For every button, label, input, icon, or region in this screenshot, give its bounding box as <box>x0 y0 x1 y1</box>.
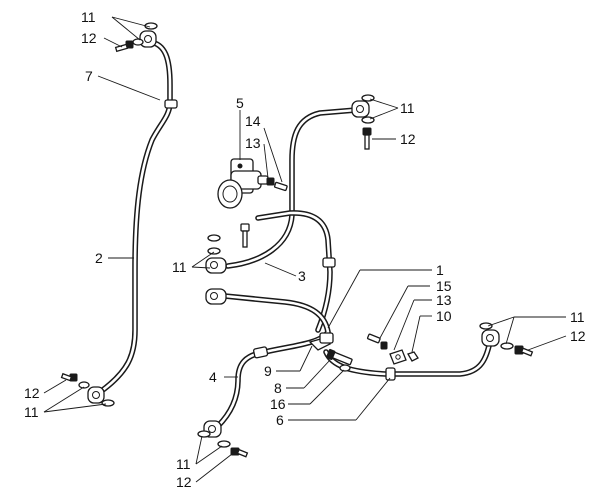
banjo-fitting-mid-left-upper <box>205 257 227 274</box>
pipe-1-center <box>255 210 333 333</box>
mounting-bracket-9 <box>308 332 334 351</box>
banjo-bolt-bottom-left <box>60 372 78 382</box>
callout-12-bottom-left: 12 <box>24 385 40 401</box>
callout-3: 3 <box>298 268 306 284</box>
banjo-bolt-top-left <box>114 40 134 53</box>
banjo-fitting-right <box>481 329 500 347</box>
banjo-fitting-top-right <box>351 100 370 118</box>
pipe-clamp-10 <box>389 349 407 365</box>
callout-11-right: 11 <box>570 309 585 325</box>
pipe-6-right <box>323 339 493 377</box>
callout-14: 14 <box>245 113 261 129</box>
callout-12-top-right: 12 <box>400 131 416 147</box>
callout-11-top-left: 11 <box>81 9 96 25</box>
callout-10: 10 <box>436 308 452 324</box>
callout-13-top: 13 <box>245 135 261 151</box>
pipe-clip-7 <box>164 99 178 109</box>
callout-8: 8 <box>274 380 282 396</box>
spacer-16 <box>339 364 351 372</box>
callout-4: 4 <box>209 369 217 385</box>
callout-2: 2 <box>95 250 103 266</box>
switch-nut-13 <box>266 177 275 186</box>
banjo-bolt-bottom-mid <box>230 447 249 458</box>
callout-11-bottom-left: 11 <box>24 404 39 420</box>
callout-7: 7 <box>85 68 93 84</box>
callout-13-mid: 13 <box>436 292 452 308</box>
banjo-fitting-mid-left-lower <box>205 288 227 305</box>
callout-11-bottom-mid: 11 <box>176 456 191 472</box>
washer-group-bottom-mid <box>197 430 231 448</box>
banjo-fitting-top-left <box>139 30 157 48</box>
clip-bolt-15 <box>366 333 388 350</box>
pipe-clip-6 <box>385 367 396 381</box>
pipe-3-upper <box>225 107 359 269</box>
callout-12-bottom-mid: 12 <box>176 474 192 490</box>
pipe-clip-center <box>322 257 336 268</box>
switch-bolt-14 <box>273 181 288 192</box>
bolt-mid-left <box>240 223 250 248</box>
leader-lines <box>43 16 567 483</box>
callout-11-mid-left: 11 <box>172 259 187 275</box>
callout-12-top-left: 12 <box>81 30 97 46</box>
callout-12-right: 12 <box>570 328 586 344</box>
callout-labels: 11 12 7 2 5 14 13 11 12 11 3 1 15 13 10 … <box>24 9 586 490</box>
pipe-sleeve-4 <box>253 346 269 359</box>
banjo-bolt-top-right <box>362 127 372 150</box>
bracket-bolt-8 <box>326 348 353 366</box>
pressure-switch-5 <box>217 158 269 209</box>
nut-13-lower <box>407 351 419 362</box>
callout-9: 9 <box>264 363 272 379</box>
washer-group-mid-left <box>207 234 221 255</box>
banjo-bolt-right <box>514 345 534 357</box>
callout-5: 5 <box>236 95 244 111</box>
callout-11-top-right: 11 <box>400 100 415 116</box>
washer-group-right <box>479 322 514 350</box>
callout-16: 16 <box>270 396 286 412</box>
pipe-2-left-long <box>97 39 173 395</box>
banjo-fitting-bottom-left <box>87 386 105 404</box>
washer-group-top-left <box>132 22 158 46</box>
callout-1: 1 <box>436 262 444 278</box>
callout-15: 15 <box>436 278 452 294</box>
callout-6: 6 <box>276 412 284 428</box>
